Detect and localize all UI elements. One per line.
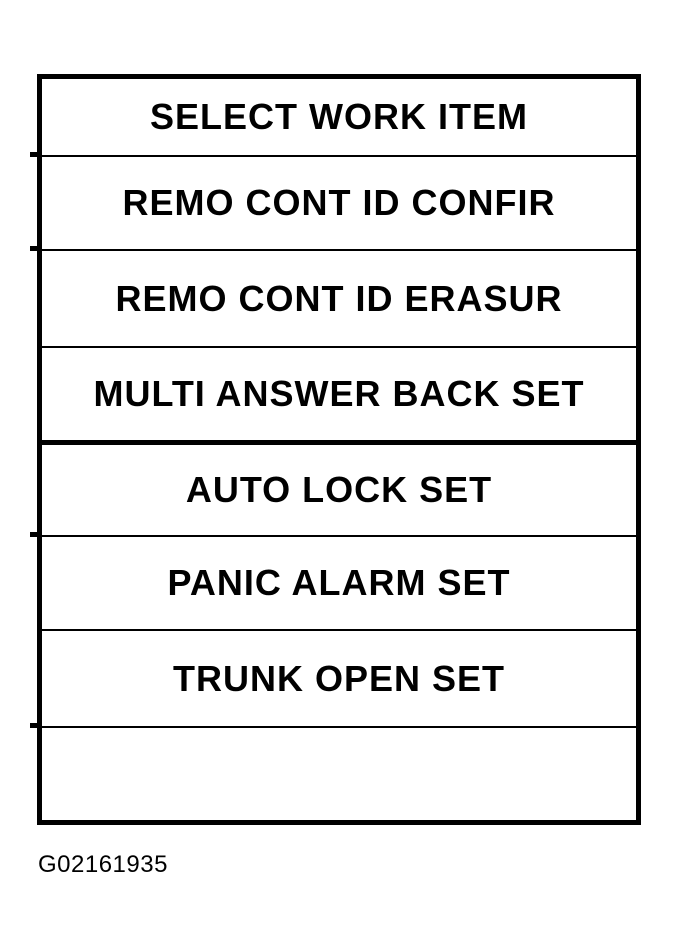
menu-section-bottom: AUTO LOCK SET PANIC ALARM SET TRUNK OPEN… [30,440,636,820]
menu-item-empty [30,723,636,820]
figure-id: G02161935 [38,851,168,878]
menu-item-panic-alarm-set: PANIC ALARM SET [30,532,636,629]
menu-table: SELECT WORK ITEM REMO CONT ID CONFIR REM… [30,74,641,825]
menu-item-remo-cont-id-confir: REMO CONT ID CONFIR [30,152,636,249]
menu-item-auto-lock-set: AUTO LOCK SET [42,445,636,535]
menu-item-remo-cont-id-erasur: REMO CONT ID ERASUR [30,246,636,346]
menu-item-trunk-open-set: TRUNK OPEN SET [42,629,636,726]
menu-item-multi-answer-back-set: MULTI ANSWER BACK SET [42,346,636,440]
menu-header-select-work-item: SELECT WORK ITEM [42,79,636,155]
menu-section-top: SELECT WORK ITEM REMO CONT ID CONFIR REM… [30,79,636,440]
